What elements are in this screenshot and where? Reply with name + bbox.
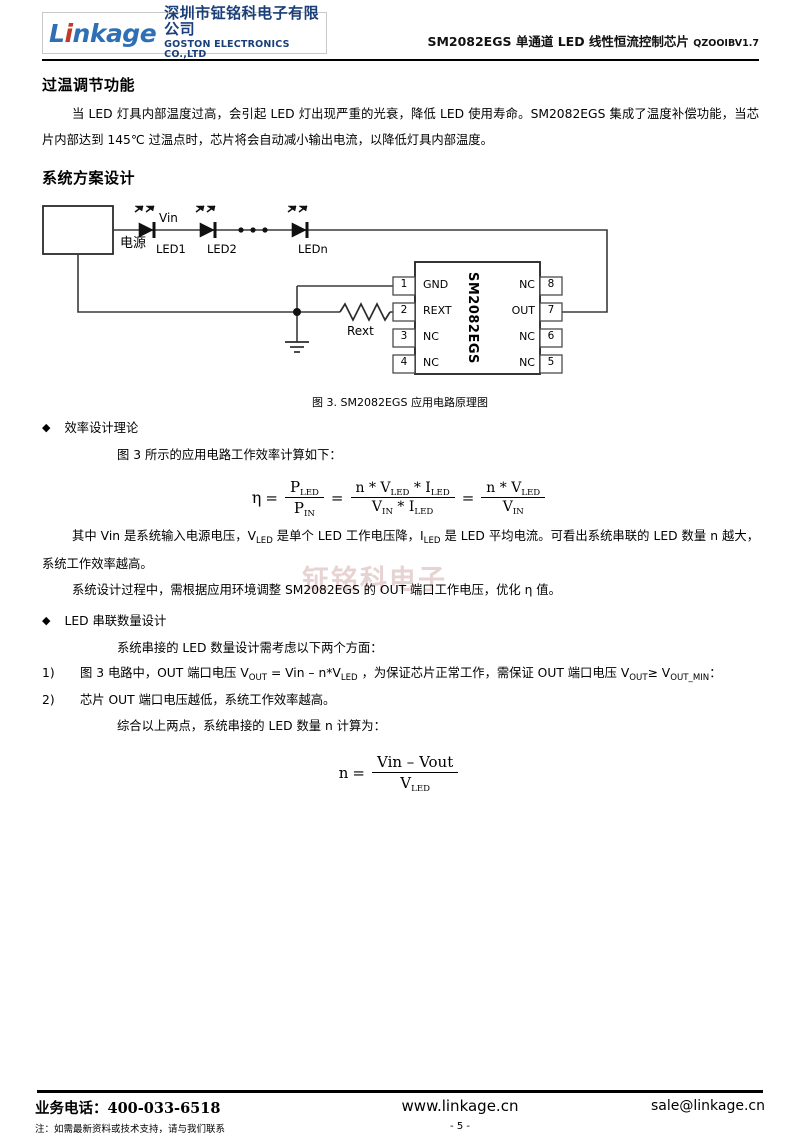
list-item-number-2: 2) [42, 693, 55, 707]
header-divider [42, 59, 759, 61]
efficiency-explanation: 其中 Vin 是系统输入电源电压，VLED 是单个 LED 工作电压降，ILED… [42, 529, 759, 571]
list-item-text-2: 芯片 OUT 端口电压越低，系统工作效率越高。 [80, 693, 336, 707]
formula-equals-n: = [352, 763, 365, 782]
list-item-text-1: 图 3 电路中，OUT 端口电压 VOUT = Vin – n*VLED ，为保… [80, 666, 722, 683]
footer-email-link[interactable]: sale@linkage.cn [651, 1098, 765, 1114]
formula-equals-1: = [265, 488, 278, 507]
footer-telephone: 业务电话：400-033-6518 [35, 1100, 221, 1117]
page-number: - 5 - [450, 1121, 470, 1132]
page-title-text: SM2082EGS 单通道 LED 线性恒流控制芯片 [427, 34, 689, 49]
efficiency-formula: η = PLED PIN = n * VLED * ILED VIN * ILE… [35, 478, 765, 519]
list-item: 2) 芯片 OUT 端口电压越低，系统工作效率越高。 [42, 688, 765, 713]
footer-divider [37, 1090, 763, 1093]
document-version: QZOOIBV1.7 [693, 38, 759, 49]
formula-term-expanded: n * VLED * ILED VIN * ILED [350, 480, 455, 517]
diamond-bullet-icon-2: ◆ [42, 614, 51, 627]
figure-caption: 图 3. SM2082EGS 应用电路原理图 [312, 396, 488, 409]
formula-eta: η [251, 488, 262, 507]
list-item-number-1: 1) [42, 666, 55, 680]
footer-note: 注：如需最新资料或技术支持，请与我们联系 [35, 1124, 226, 1135]
company-name-en: GOSTON ELECTRONICS CO.,LTD [164, 38, 290, 60]
section-heading-system-design: 系统方案设计 [42, 169, 136, 187]
efficiency-intro: 图 3 所示的应用电路工作效率计算如下： [117, 448, 342, 462]
page-footer: 业务电话：400-033-6518 注：如需最新资料或技术支持，请与我们联系 w… [35, 1090, 765, 1135]
formula-n: n [338, 763, 349, 782]
led-count-formula: n = Vin – Vout VLED [35, 753, 765, 794]
efficiency-design-note: 系统设计过程中，需根据应用环境调整 SM2082EGS 的 OUT 端口工作电压… [72, 583, 561, 597]
formula-term-n-fraction: Vin – Vout VLED [372, 753, 459, 794]
diamond-bullet-icon: ◆ [42, 421, 51, 434]
led-count-intro: 系统串接的 LED 数量设计需考虑以下两个方面： [117, 641, 383, 655]
section-heading-thermal: 过温调节功能 [42, 76, 136, 94]
bullet-led-series-count: ◆ LED 串联数量设计 [42, 609, 765, 633]
list-item: 1) 图 3 电路中，OUT 端口电压 VOUT = Vin – n*VLED … [42, 661, 765, 688]
company-logo-box: Linkage 深圳市钲铭科电子有限公司 GOSTON ELECTRONICS … [42, 6, 327, 59]
bullet-efficiency-label: 效率设计理论 [64, 421, 139, 435]
formula-numerator: Vin – Vout [372, 753, 459, 773]
led-count-summary: 综合以上两点，系统串接的 LED 数量 n 计算为： [117, 719, 386, 733]
thermal-paragraph: 当 LED 灯具内部温度过高，会引起 LED 灯出现严重的光衰，降低 LED 使… [42, 107, 759, 147]
page-title: SM2082EGS 单通道 LED 线性恒流控制芯片 QZOOIBV1.7 [427, 31, 759, 50]
company-name-cn: 深圳市钲铭科电子有限公司 [164, 4, 320, 39]
footer-website-link[interactable]: www.linkage.cn [401, 1097, 519, 1115]
datasheet-page: 钲铭科电子 Linkage 深圳市钲铭科电子有限公司 GOSTON ELECTR… [0, 6, 800, 1143]
formula-equals-2: = [330, 488, 344, 507]
logo-wordmark: Linkage [49, 18, 157, 48]
formula-term-power-ratio: PLED PIN [284, 478, 324, 519]
page-header: Linkage 深圳市钲铭科电子有限公司 GOSTON ELECTRONICS … [35, 6, 765, 61]
application-circuit-figure: 电源 Vin LED1 LED2 LEDn Rext SM2082EGS 1 2… [35, 194, 765, 394]
bullet-led-count-label: LED 串联数量设计 [64, 614, 167, 628]
bullet-efficiency-theory: ◆ 效率设计理论 [42, 416, 765, 440]
formula-equals-3: = [461, 488, 475, 507]
formula-term-simplified: n * VLED VIN [481, 480, 546, 517]
